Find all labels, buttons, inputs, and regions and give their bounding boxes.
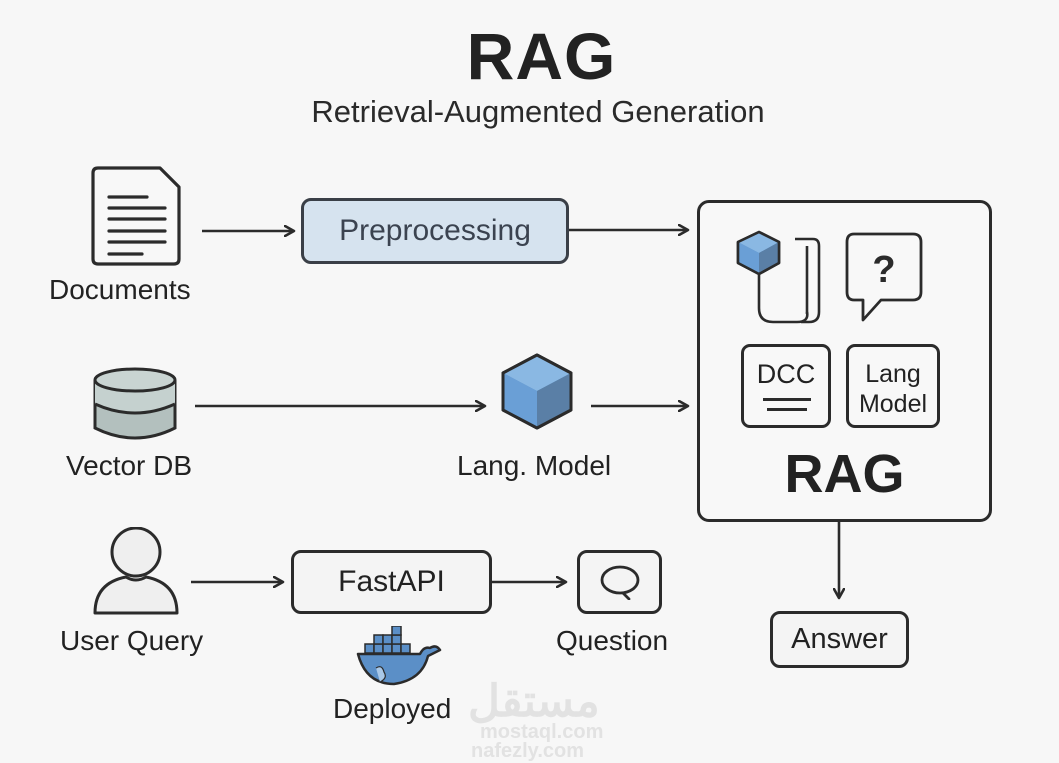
fastapi-box: FastAPI <box>291 550 492 614</box>
lang-tile-line2: Model <box>858 390 928 418</box>
user-icon <box>93 526 179 615</box>
deployed-node <box>356 625 442 686</box>
cube-icon <box>501 353 573 430</box>
rag-doc-tile: DCC <box>741 344 831 428</box>
lang-model-node <box>500 352 574 430</box>
vector-db-node <box>92 366 178 444</box>
watermark-line2: nafezly.com <box>471 740 584 762</box>
document-icon <box>91 166 181 266</box>
diagram-subtitle: Retrieval-Augmented Generation <box>311 94 765 129</box>
user-query-label: User Query <box>60 625 204 656</box>
docker-whale-icon <box>356 625 442 686</box>
chat-bubble-icon <box>600 565 639 600</box>
diagram-title: RAG <box>466 19 617 93</box>
doc-tile-line <box>763 398 811 401</box>
vector-db-label: Vector DB <box>66 450 193 481</box>
rag-lang-model-tile: Lang Model <box>846 344 940 428</box>
rag-retrieval-icon <box>735 230 825 330</box>
documents-label: Documents <box>49 274 191 305</box>
rag-doc-tile-label: DCC <box>756 359 816 389</box>
rag-question-bubble: ? <box>845 232 925 324</box>
rag-panel-title: RAG <box>784 444 905 504</box>
answer-box: Answer <box>770 611 909 668</box>
watermark-logo: مستقل <box>468 677 600 726</box>
question-box <box>577 550 662 614</box>
preprocessing-box: Preprocessing <box>301 198 569 264</box>
cube-document-icon <box>736 230 821 324</box>
user-query-node <box>91 526 181 615</box>
rag-lang-model-tile-label: Lang Model <box>849 359 937 419</box>
question-label: Question <box>556 625 669 656</box>
speech-bubble-icon: ? <box>845 232 923 322</box>
database-icon <box>93 367 177 440</box>
lang-model-label: Lang. Model <box>457 450 612 481</box>
lang-tile-line1: Lang <box>865 360 921 388</box>
doc-tile-line <box>767 408 807 411</box>
watermark-line1: mostaql.com <box>480 721 604 743</box>
documents-node <box>90 165 182 267</box>
question-mark: ? <box>872 249 895 291</box>
deployed-label: Deployed <box>333 693 452 724</box>
